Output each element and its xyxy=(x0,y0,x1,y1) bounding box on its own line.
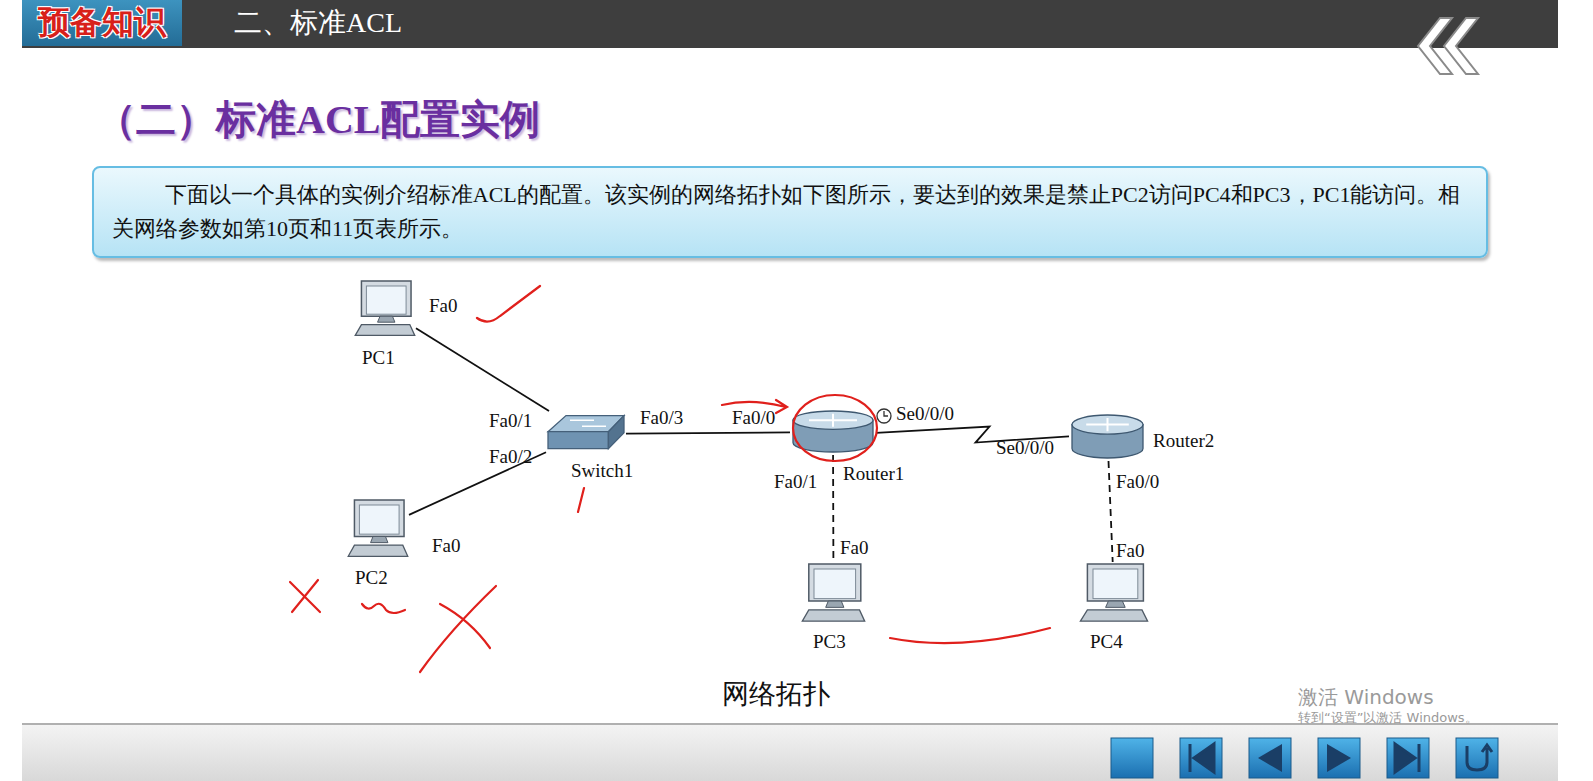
pc-icon xyxy=(1079,562,1149,625)
clock-symbol xyxy=(877,409,891,423)
interface-name: Fa0/3 xyxy=(640,407,683,429)
back-chevrons xyxy=(1418,18,1478,74)
router-icon xyxy=(1069,413,1146,461)
watermark: 转到“设置”以激活 Windows。 xyxy=(1298,709,1478,727)
interface-name: Fa0/0 xyxy=(1116,471,1159,493)
interface-name: Fa0/0 xyxy=(732,407,775,429)
squiggle xyxy=(362,604,405,613)
pc-node: PC4 xyxy=(1079,562,1149,625)
info-text: 下面以一个具体的实例介绍标准ACL的配置。该实例的网络拓扑如下图所示，要达到的效… xyxy=(112,178,1468,246)
interface-name: Fa0 xyxy=(1116,540,1145,562)
footer-bar xyxy=(22,724,1558,781)
cross-mark xyxy=(290,580,320,612)
section-heading: 二、标准ACL xyxy=(234,4,402,42)
device-name: PC4 xyxy=(1090,631,1123,653)
interface-name: Fa0/1 xyxy=(774,471,817,493)
watermark: 激活 Windows xyxy=(1298,684,1434,711)
router-node: Router2 xyxy=(1069,413,1146,461)
pc-icon xyxy=(801,562,866,625)
nav-buttons xyxy=(1111,738,1498,778)
tab-label: 预备知识 xyxy=(38,0,166,44)
interface-name: Fa0 xyxy=(432,535,461,557)
cross-mark xyxy=(420,586,496,672)
ethernet-link xyxy=(1108,461,1112,562)
interface-name: Se0/0/0 xyxy=(996,437,1054,459)
device-name: PC3 xyxy=(813,631,846,653)
switch-icon xyxy=(546,411,626,457)
device-name: Router1 xyxy=(843,463,904,485)
red-stroke xyxy=(578,488,584,512)
interface-name: Se0/0/0 xyxy=(896,403,954,425)
section-tab: 预备知识 xyxy=(22,0,182,46)
check-mark xyxy=(477,286,540,322)
interface-name: Fa0 xyxy=(429,295,458,317)
device-name: PC1 xyxy=(362,347,395,369)
pc-node: PC2 xyxy=(347,498,409,560)
device-name: Switch1 xyxy=(571,460,633,482)
ethernet-link xyxy=(832,455,834,562)
pc-node: PC1 xyxy=(354,279,416,339)
ethernet-link xyxy=(416,328,549,411)
ethernet-link xyxy=(626,432,790,433)
interface-name: Fa0/2 xyxy=(489,446,532,468)
interface-name: Fa0/1 xyxy=(489,410,532,432)
pc-node: PC3 xyxy=(801,562,866,625)
device-name: Router2 xyxy=(1153,430,1214,452)
red-circle xyxy=(793,395,877,461)
red-curve xyxy=(890,628,1050,643)
router-icon xyxy=(790,409,876,455)
device-name: PC2 xyxy=(355,567,388,589)
figure-caption: 网络拓扑 xyxy=(722,676,830,712)
info-box: 下面以一个具体的实例介绍标准ACL的配置。该实例的网络拓扑如下图所示，要达到的效… xyxy=(92,166,1488,258)
interface-name: Fa0 xyxy=(840,537,869,559)
header-bar xyxy=(22,0,1558,48)
switch-node: Switch1 xyxy=(546,411,626,457)
slide-title: （二）标准ACL配置实例 xyxy=(96,92,540,147)
router-node: Router1 xyxy=(790,409,876,455)
pc-icon xyxy=(347,498,409,560)
pc-icon xyxy=(354,279,416,339)
